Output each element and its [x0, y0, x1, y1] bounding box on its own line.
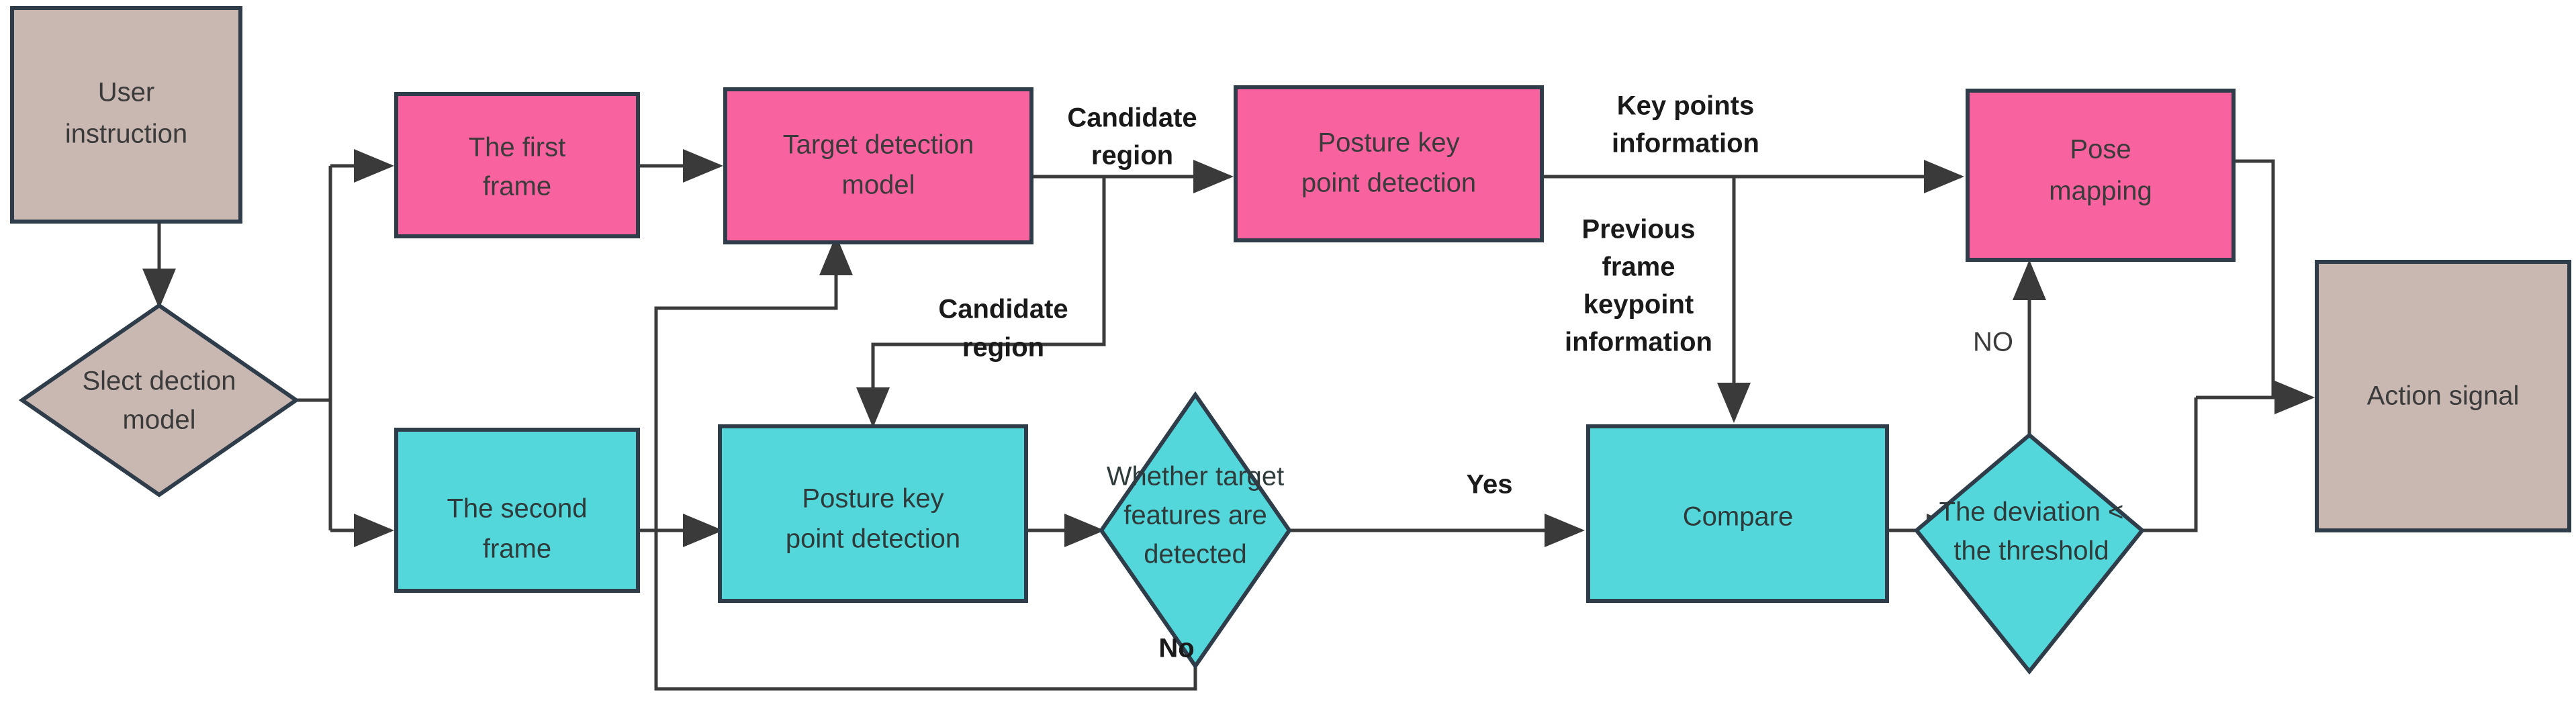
label-previous-frame-line1: Previous [1582, 215, 1696, 244]
label-previous-frame-line4: information [1565, 328, 1712, 357]
node-whether-target-features-detected[interactable]: Whether target features are detected [1099, 391, 1292, 670]
node-compare[interactable]: Compare [1586, 424, 1889, 603]
edge-labels: Candidate region Candidate region Key po… [938, 91, 2013, 663]
label-previous-frame-line2: frame [1602, 252, 1675, 282]
label-yes: Yes [1467, 470, 1513, 500]
connectors [142, 149, 2315, 691]
label-candidate-region-mid-line2: region [962, 333, 1044, 363]
edge-candidate-region-down [856, 177, 1106, 428]
node-user-instruction-line1: User [98, 78, 154, 107]
node-posture-keypoint-detection-top[interactable]: Posture key point detection [1234, 85, 1544, 242]
node-posture-keypoint-bottom-line1: Posture key [802, 484, 944, 514]
node-first-frame[interactable]: The first frame [394, 92, 640, 238]
node-whether-target-line3: detected [1144, 540, 1246, 569]
node-posture-keypoint-bottom-line2: point detection [786, 524, 960, 554]
node-action-signal-line1: Action signal [2367, 381, 2520, 411]
node-first-frame-line1: The first [469, 133, 565, 162]
node-deviation-threshold-line2: the threshold [1953, 536, 2109, 566]
edge-deviation-to-action-signal [2142, 397, 2198, 532]
edge-pose-mapping-to-action-signal [2234, 159, 2315, 414]
node-second-frame[interactable]: The second frame [394, 428, 640, 593]
node-deviation-threshold-line1: The deviation < [1939, 498, 2124, 527]
label-candidate-region-top-line2: region [1091, 141, 1173, 171]
label-key-points-information-line2: information [1612, 129, 1759, 158]
node-select-detection-model-line1: Slect dection [82, 367, 236, 396]
node-posture-keypoint-top-line2: point detection [1301, 169, 1476, 198]
node-user-instruction-line2: instruction [65, 120, 187, 149]
node-select-detection-model[interactable]: Slect dection model [18, 303, 300, 498]
node-second-frame-line2: frame [483, 534, 551, 564]
node-pose-mapping-line2: mapping [2049, 177, 2152, 206]
node-select-detection-model-line2: model [123, 406, 196, 435]
node-target-detection-model-line2: model [842, 171, 915, 200]
node-posture-keypoint-detection-bottom[interactable]: Posture key point detection [718, 424, 1028, 603]
node-target-detection-model[interactable]: Target detection model [723, 87, 1033, 244]
node-pose-mapping-line1: Pose [2070, 135, 2131, 164]
node-posture-keypoint-top-line1: Posture key [1318, 128, 1459, 158]
node-first-frame-line2: frame [483, 172, 551, 201]
label-no-lower: No [1158, 634, 1194, 663]
node-second-frame-line1: The second [447, 494, 587, 524]
label-key-points-information-line1: Key points [1617, 91, 1754, 121]
node-compare-line1: Compare [1683, 502, 1794, 532]
label-candidate-region-mid-line1: Candidate [938, 295, 1068, 324]
node-user-instruction[interactable]: User instruction [10, 6, 242, 224]
node-pose-mapping[interactable]: Pose mapping [1966, 89, 2236, 262]
label-candidate-region-top-line1: Candidate [1067, 103, 1197, 133]
edge-decision-no-loop [654, 235, 1197, 691]
label-no-upper: NO [1973, 328, 2013, 357]
node-target-detection-model-line1: Target detection [783, 130, 974, 160]
node-deviation-threshold[interactable]: The deviation < the threshold [1913, 432, 2146, 675]
node-whether-target-line2: features are [1123, 501, 1267, 530]
node-action-signal[interactable]: Action signal [2315, 260, 2571, 532]
node-whether-target-line1: Whether target [1107, 462, 1285, 491]
label-previous-frame-line3: keypoint [1583, 290, 1694, 320]
